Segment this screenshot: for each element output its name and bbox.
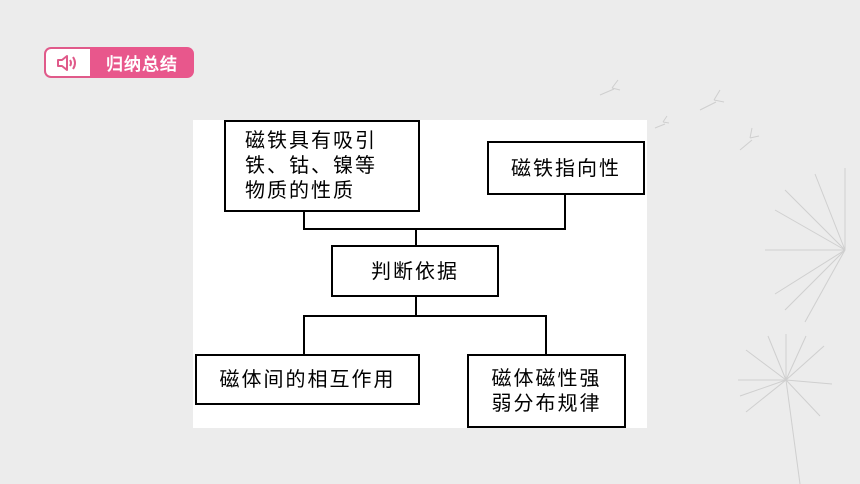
- node-magnet-attracts: 磁铁具有吸引 铁、钴、镍等 物质的性质: [224, 120, 420, 212]
- connector-lines: [303, 195, 566, 354]
- node-distribution: 磁体磁性强 弱分布规律: [467, 354, 626, 428]
- speaker-icon: [44, 47, 90, 78]
- node-interaction: 磁体间的相互作用: [195, 354, 420, 405]
- node-magnet-direction: 磁铁指向性: [487, 141, 645, 195]
- summary-badge: 归纳总结: [44, 47, 194, 78]
- badge-label: 归纳总结: [90, 47, 194, 78]
- node-judgment-basis: 判断依据: [331, 245, 499, 297]
- diagram-panel: 磁铁具有吸引 铁、钴、镍等 物质的性质 磁铁指向性 判断依据 磁体间的相互作用 …: [193, 120, 647, 428]
